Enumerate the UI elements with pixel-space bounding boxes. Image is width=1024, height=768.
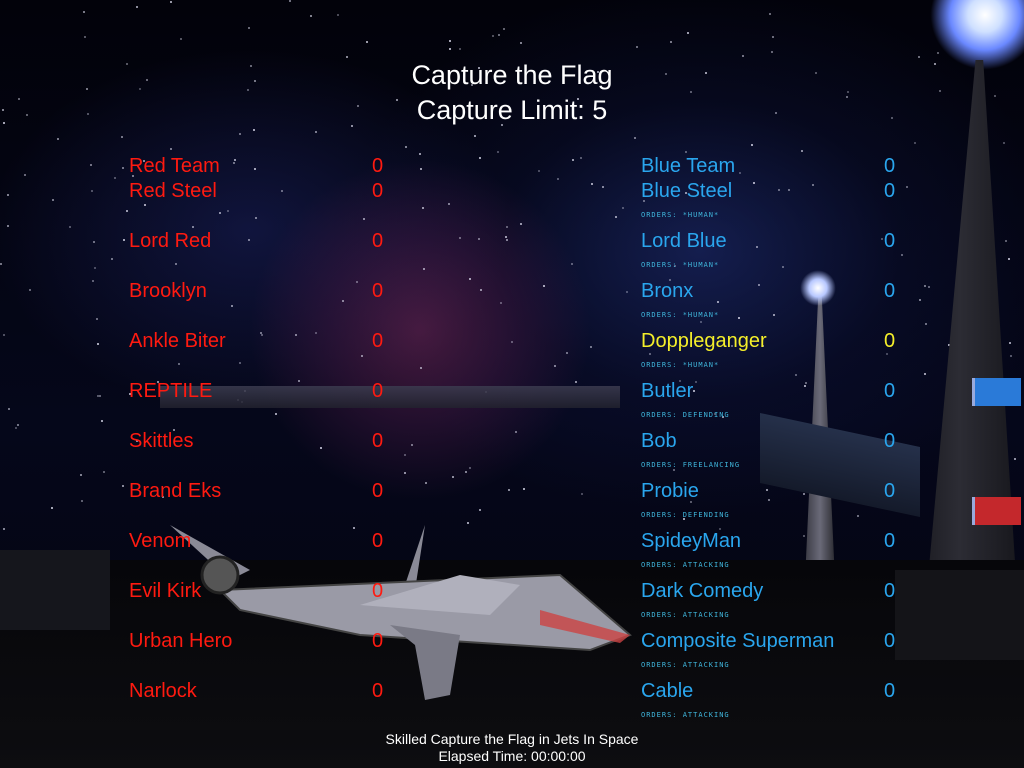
player-orders: ORDERS: *HUMAN* xyxy=(641,211,720,219)
player-score: 0 xyxy=(884,230,896,252)
player-score: 0 xyxy=(884,530,896,552)
player-name: Urban Hero xyxy=(129,630,233,652)
player-score: 0 xyxy=(372,480,384,502)
player-name: REPTILE xyxy=(129,380,213,402)
red-player-row: Red Steel 0 xyxy=(0,179,512,203)
player-name: Cable xyxy=(641,680,694,702)
player-name: Bronx xyxy=(641,280,694,302)
player-score: 0 xyxy=(372,530,384,552)
player-score: 0 xyxy=(884,280,896,302)
player-orders: ORDERS: *HUMAN* xyxy=(641,361,720,369)
player-score: 0 xyxy=(372,630,384,652)
player-orders: ORDERS: DEFENDING xyxy=(641,411,730,419)
server-name: Skilled Capture the Flag in Jets In Spac… xyxy=(385,731,639,747)
player-score: 0 xyxy=(884,330,896,352)
player-name: Lord Red xyxy=(129,230,212,252)
player-score: 0 xyxy=(372,680,384,702)
red-player-row: Narlock 0 xyxy=(0,679,512,703)
player-name: Brooklyn xyxy=(129,280,207,302)
space-platform xyxy=(160,386,620,408)
red-team-score: 0 xyxy=(372,155,384,177)
capture-limit: Capture Limit: 5 xyxy=(416,95,608,125)
player-name: Ankle Biter xyxy=(129,330,226,352)
blue-player-row: Composite Superman 0 xyxy=(512,629,1024,653)
red-player-row: Brand Eks 0 xyxy=(0,479,512,503)
player-score: 0 xyxy=(372,180,384,202)
player-orders: ORDERS: *HUMAN* xyxy=(641,261,720,269)
player-score: 0 xyxy=(372,330,384,352)
red-player-row: REPTILE 0 xyxy=(0,379,512,403)
player-name: Evil Kirk xyxy=(129,580,202,602)
red-team-name: Red Team xyxy=(129,155,220,177)
beacon-light xyxy=(800,270,836,306)
blue-player-row: Lord Blue 0 xyxy=(512,229,1024,253)
player-name: Probie xyxy=(641,480,699,502)
player-name: Blue Steel xyxy=(641,180,733,202)
red-player-row: Brooklyn 0 xyxy=(0,279,512,303)
red-player-row: Urban Hero 0 xyxy=(0,629,512,653)
player-orders: ORDERS: ATTACKING xyxy=(641,661,730,669)
player-name: SpideyMan xyxy=(641,530,742,552)
player-score: 0 xyxy=(884,480,896,502)
game-mode-title: Capture the Flag xyxy=(411,60,613,90)
player-name: Narlock xyxy=(129,680,197,702)
player-score: 0 xyxy=(884,580,896,602)
red-player-row: Lord Red 0 xyxy=(0,229,512,253)
player-name: Venom xyxy=(129,530,192,552)
blue-player-row: Bronx 0 xyxy=(512,279,1024,303)
player-name: Skittles xyxy=(129,430,194,452)
player-orders: ORDERS: ATTACKING xyxy=(641,611,730,619)
player-score: 0 xyxy=(884,380,896,402)
blue-team-name: Blue Team xyxy=(641,155,736,177)
player-score: 0 xyxy=(884,430,896,452)
red-player-row: Evil Kirk 0 xyxy=(0,579,512,603)
blue-player-row: Dark Comedy 0 xyxy=(512,579,1024,603)
player-orders: ORDERS: ATTACKING xyxy=(641,711,730,719)
footer: Skilled Capture the Flag in Jets In Spac… xyxy=(0,731,1024,765)
player-orders: ORDERS: *HUMAN* xyxy=(641,311,720,319)
player-orders: ORDERS: DEFENDING xyxy=(641,511,730,519)
red-team-header: Red Team 0 xyxy=(0,154,512,178)
player-name: Bob xyxy=(641,430,677,452)
blue-player-row: Cable 0 xyxy=(512,679,1024,703)
player-name: Doppleganger xyxy=(641,330,767,352)
player-score: 0 xyxy=(884,680,896,702)
player-score: 0 xyxy=(884,630,896,652)
elapsed-time: Elapsed Time: 00:00:00 xyxy=(438,748,586,764)
player-name: Brand Eks xyxy=(129,480,222,502)
player-name: Butler xyxy=(641,380,694,402)
blue-flag-icon xyxy=(972,378,1021,406)
red-player-row: Venom 0 xyxy=(0,529,512,553)
player-name: Composite Superman xyxy=(641,630,835,652)
building-block-right xyxy=(895,570,1024,660)
player-orders: ORDERS: FREELANCING xyxy=(641,461,741,469)
blue-team-header: Blue Team 0 xyxy=(512,154,1024,178)
player-score: 0 xyxy=(372,580,384,602)
jet-vehicle xyxy=(170,525,632,700)
blue-player-row: Bob 0 xyxy=(512,429,1024,453)
blue-player-row: SpideyMan 0 xyxy=(512,529,1024,553)
blue-player-row: Blue Steel 0 xyxy=(512,179,1024,203)
blue-player-row: Butler 0 xyxy=(512,379,1024,403)
player-score: 0 xyxy=(372,230,384,252)
blue-player-row: Probie 0 xyxy=(512,479,1024,503)
scoreboard-header: Capture the Flag Capture Limit: 5 xyxy=(0,58,1024,128)
building-block-left xyxy=(0,550,110,630)
player-score: 0 xyxy=(372,430,384,452)
player-name: Dark Comedy xyxy=(641,580,764,602)
player-name: Lord Blue xyxy=(641,230,727,252)
player-score: 0 xyxy=(372,280,384,302)
player-orders: ORDERS: ATTACKING xyxy=(641,561,730,569)
blue-team-score: 0 xyxy=(884,155,896,177)
red-player-row: Skittles 0 xyxy=(0,429,512,453)
red-player-row: Ankle Biter 0 xyxy=(0,329,512,353)
player-name: Red Steel xyxy=(129,180,217,202)
player-score: 0 xyxy=(372,380,384,402)
player-score: 0 xyxy=(884,180,896,202)
red-flag-icon xyxy=(972,497,1021,525)
blue-player-row-local: Doppleganger 0 xyxy=(512,329,1024,353)
